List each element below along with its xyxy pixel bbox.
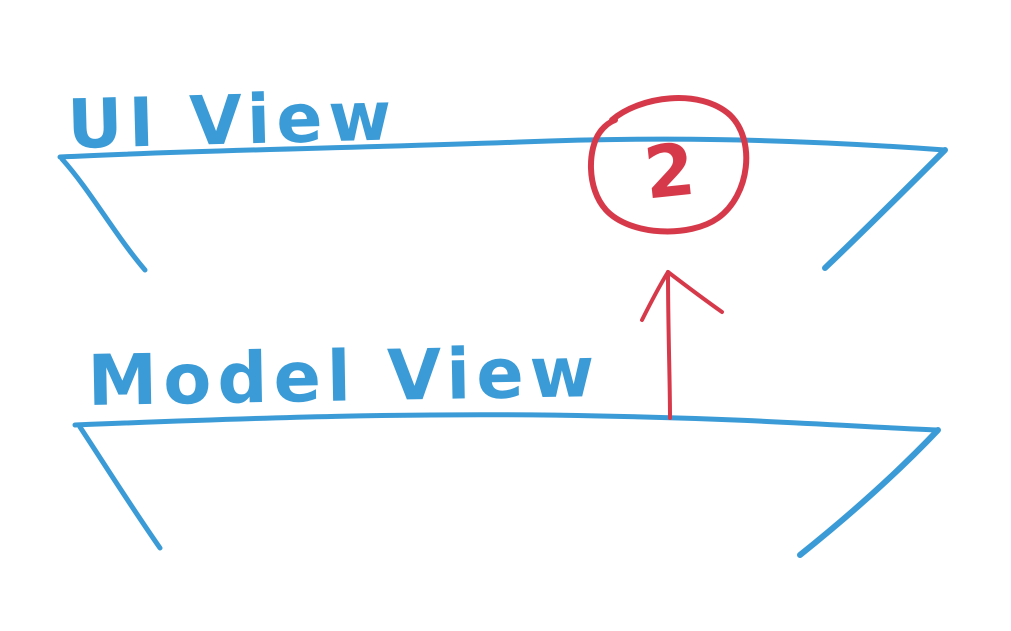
circle-marker: [588, 95, 750, 235]
ui-view-layer: UI View: [57, 77, 948, 273]
up-arrow-head: [640, 270, 724, 322]
ui-view-left-wall: [59, 156, 148, 273]
model-view-right-wall: [797, 427, 941, 558]
model-view-top-edge: [72, 412, 941, 433]
ui-view-top-edge: [57, 136, 948, 160]
model-view-label: Model View: [87, 331, 601, 422]
circled-number: 2: [640, 127, 699, 216]
up-arrow-shaft: [666, 270, 672, 420]
ui-view-right-wall: [822, 147, 948, 271]
annotation: 2: [588, 95, 750, 420]
model-view-left-wall: [77, 424, 163, 551]
model-view-layer: Model View: [72, 331, 941, 558]
